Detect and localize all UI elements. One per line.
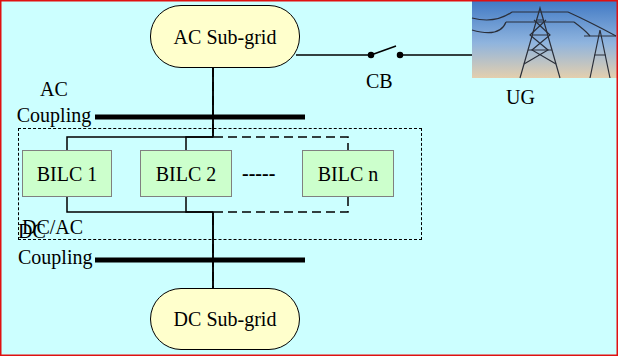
converter-box: BILC n	[302, 150, 394, 197]
breaker-label: CB	[366, 68, 406, 94]
node-label: AC Sub-grid	[174, 26, 277, 48]
power-connector	[213, 68, 348, 150]
power-connector	[213, 197, 348, 288]
utility-grid-photo	[472, 0, 618, 78]
node-label: DC Sub-grid	[174, 308, 277, 330]
power-connector	[186, 197, 213, 288]
grid-label: UG	[506, 84, 546, 110]
coupling-label: DC Coupling	[18, 218, 98, 270]
node-label: BILC n	[318, 163, 379, 185]
sub-grid-node: AC Sub-grid	[150, 5, 300, 68]
sub-grid-node: DC Sub-grid	[150, 288, 300, 350]
node-label: BILC 1	[37, 163, 98, 185]
power-connector	[186, 68, 213, 150]
circuit-breaker-symbol	[296, 46, 472, 58]
ac-coupling-bus	[95, 115, 305, 120]
converter-box: BILC 1	[22, 150, 112, 197]
converter-group: DC/ACBILC 1BILC 2BILC n	[18, 128, 422, 240]
node-label: BILC 2	[156, 163, 217, 185]
ellipsis-dashes: -----	[242, 160, 302, 186]
coupling-label: AC Coupling	[12, 76, 96, 128]
power-connector	[67, 197, 213, 288]
converter-box: BILC 2	[140, 150, 232, 197]
dc-coupling-bus	[95, 258, 305, 263]
